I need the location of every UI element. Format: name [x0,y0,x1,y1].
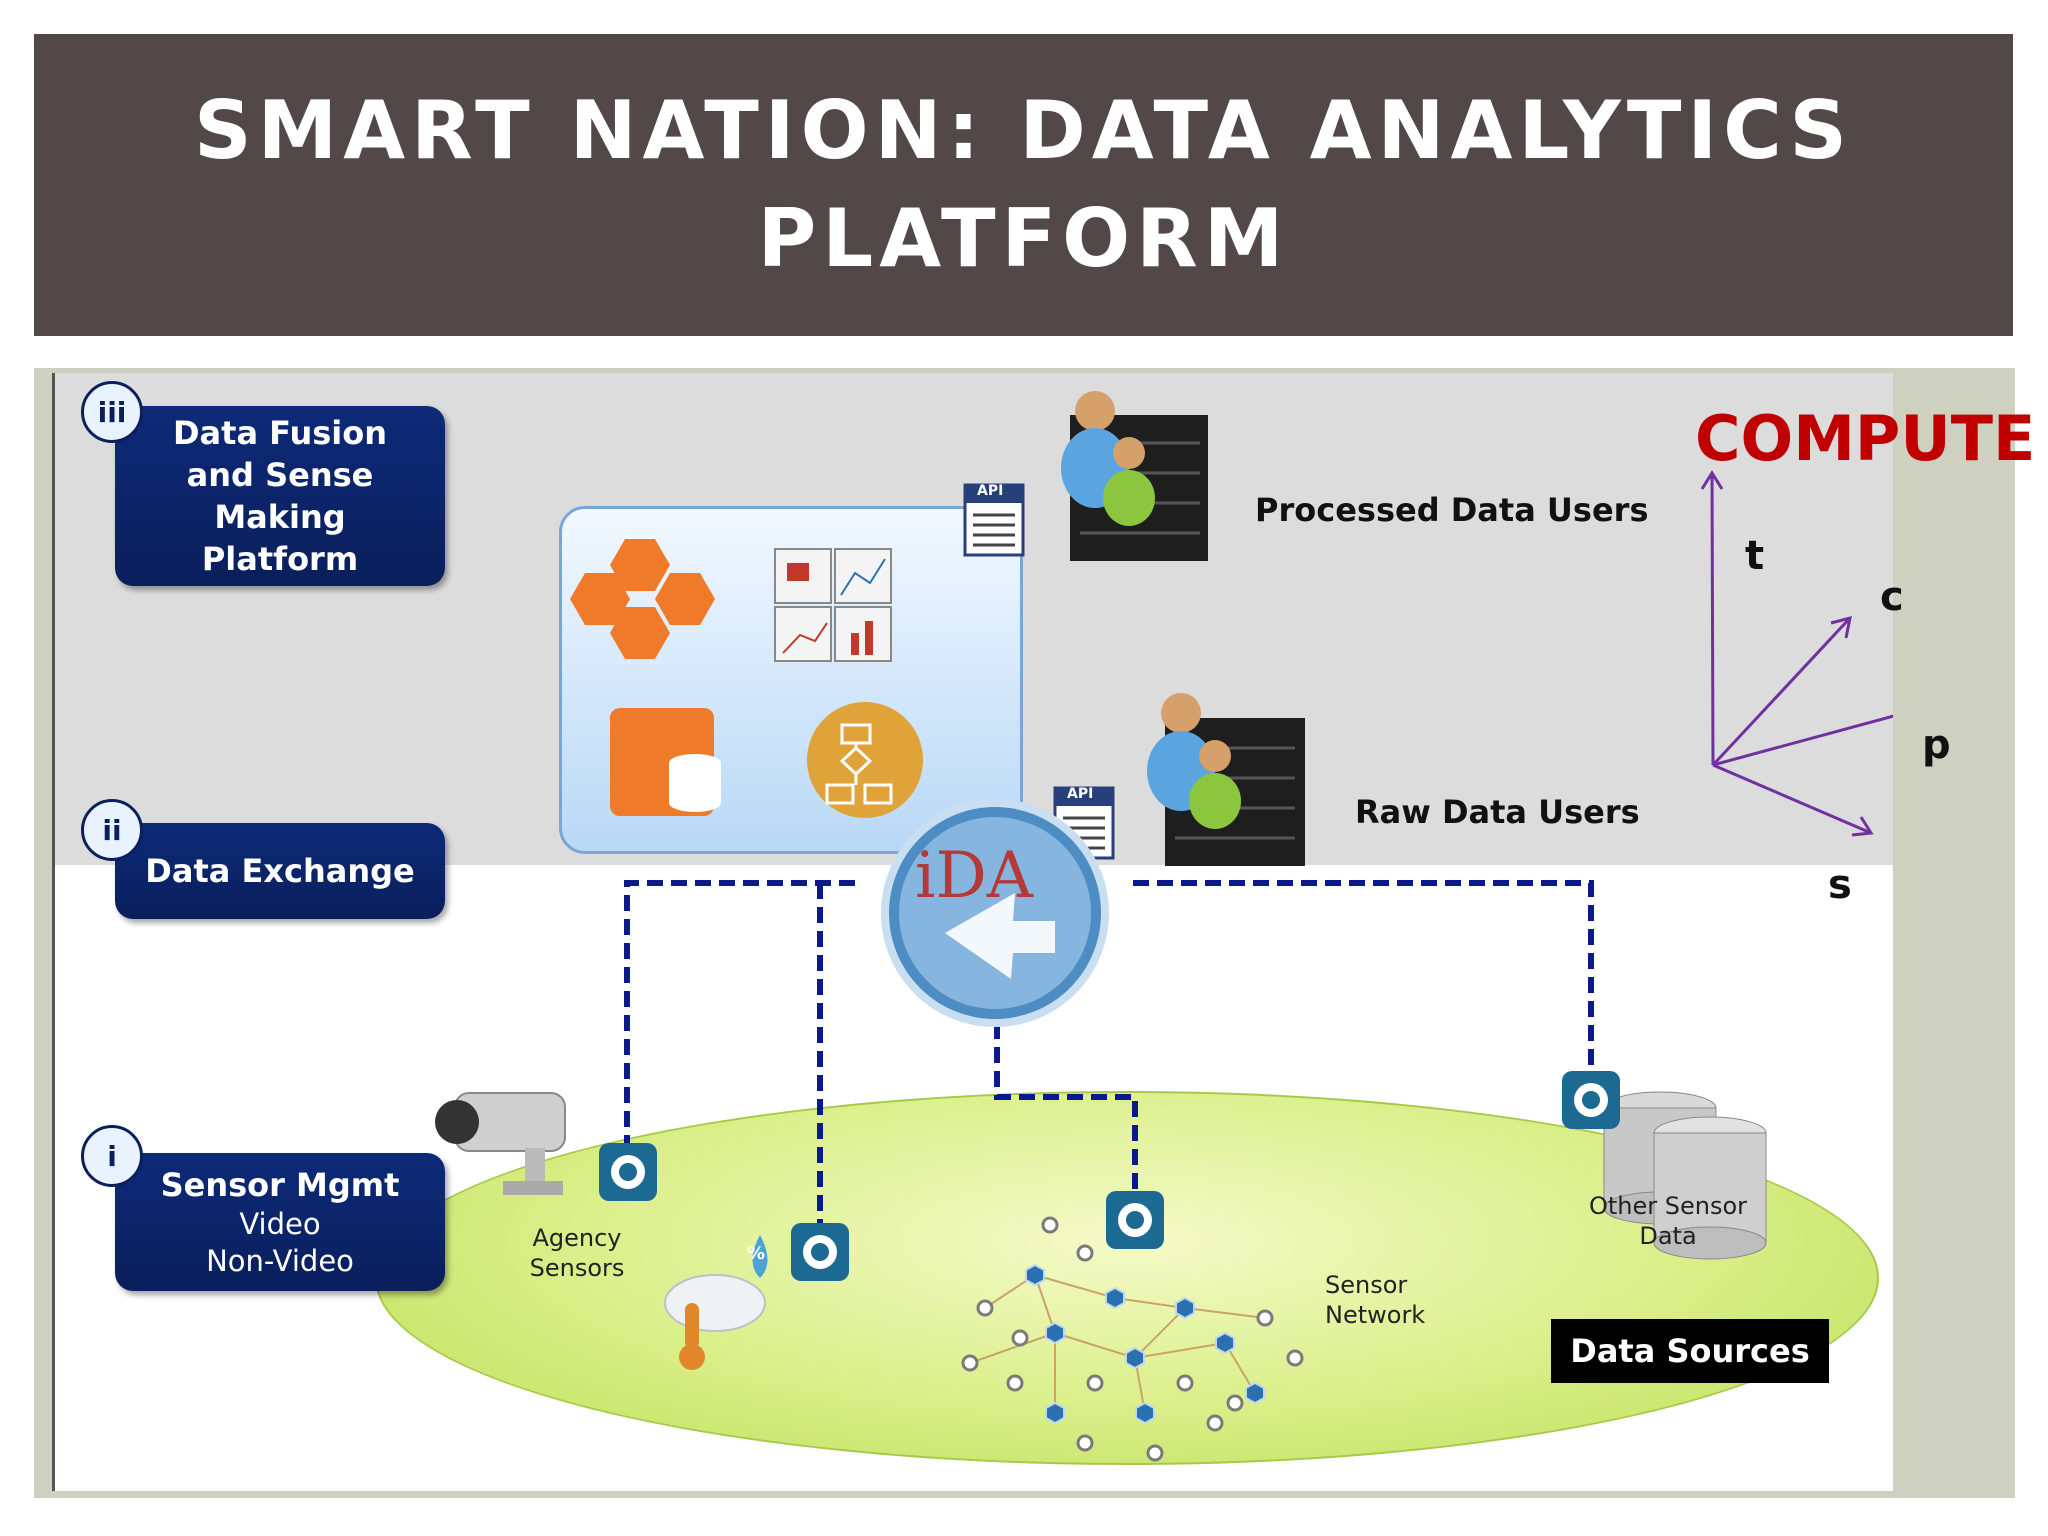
connector-other [1133,880,1594,1091]
humidity-percent-glyph: % [747,1243,766,1264]
layer-i-title: Sensor Mgmt [160,1166,400,1204]
layer-ii-badge: ii [81,799,143,861]
dashed-connectors [624,880,1594,1239]
ida-globe-icon [881,799,1109,1027]
layer-ii-title: Data Exchange [145,852,415,890]
axis-c-label: c [1880,574,1904,620]
axis-t-label: t [1745,533,1765,579]
storage-icon [610,708,721,816]
axis-p-label: p [1922,722,1951,768]
gateway-icon-agency [599,1143,657,1201]
ida-label: iDA [915,839,1033,913]
layer-iii-line-4: Platform [201,540,359,578]
camera-icon [435,1092,566,1195]
layer-data-fusion: Data Fusion and Sense Making Platform [115,406,445,586]
gateway-icon-other [1562,1071,1620,1129]
layer-sensor-mgmt: Sensor Mgmt Video Non-Video [115,1153,445,1291]
sensor-network-line-2: Network [1325,1301,1426,1329]
layer-i-badge: i [81,1125,143,1187]
charts-icon [774,548,892,662]
processed-data-users-label: Processed Data Users [1255,491,1649,529]
other-sensor-data-label: Other Sensor Data [1583,1191,1753,1251]
gateway-icon-network [1106,1191,1164,1249]
compute-axes [1700,470,1893,837]
diagram-graphics [435,391,1893,1462]
sensor-network-line-1: Sensor [1325,1271,1408,1299]
data-sources-label: Data Sources [1551,1319,1829,1383]
axis-s-arrow [1712,763,1872,835]
processed-users-icon [1061,391,1208,561]
layer-data-exchange: Data Exchange [115,823,445,919]
layer-i-sub-2: Non-Video [206,1244,354,1278]
connector-agency [624,880,855,1163]
network-hub-icon [570,539,715,659]
layer-iii-line-1: Data Fusion [172,414,387,452]
sensor-network-label: Sensor Network [1325,1270,1435,1330]
database-icon [1603,1091,1767,1260]
layer-iii-line-3: Making [214,498,346,536]
layer-iii-line-2: and Sense [186,456,374,494]
compute-label: COMPUTE [1695,402,2036,475]
layer-i-sub-1: Video [239,1207,321,1241]
weather-sensor-icon [664,1235,768,1370]
architecture-diagram: Data Fusion and Sense Making Platform ii… [52,373,1893,1491]
api-label-top: API [977,483,1004,499]
connector-network [994,999,1138,1208]
page-title-line-2: PLATFORM [757,192,1290,285]
other-sensor-line-2: Data [1639,1222,1697,1250]
page-title-line-1: SMART NATION: DATA ANALYTICS [194,84,1853,177]
gateway-icon-weather [791,1223,849,1281]
agency-sensors-label: Agency Sensors [517,1223,637,1283]
agency-sensors-line-1: Agency [532,1224,622,1252]
raw-users-icon [1147,693,1305,866]
axis-t-arrow [1710,472,1715,766]
raw-data-users-label: Raw Data Users [1355,793,1640,831]
axis-s-label: s [1828,862,1852,908]
title-bar: SMART NATION: DATA ANALYTICS PLATFORM [34,34,2013,336]
other-sensor-line-1: Other Sensor [1588,1192,1748,1220]
sensor-network-graph [961,1216,1304,1462]
agency-sensors-line-2: Sensors [529,1254,625,1282]
api-label-bottom: API [1067,786,1094,802]
axis-c-arrow [1711,616,1852,767]
flowchart-icon [807,702,923,818]
layer-iii-badge: iii [81,381,143,443]
axis-p-arrow [1712,714,1893,767]
api-doc-icon-top [963,483,1025,557]
